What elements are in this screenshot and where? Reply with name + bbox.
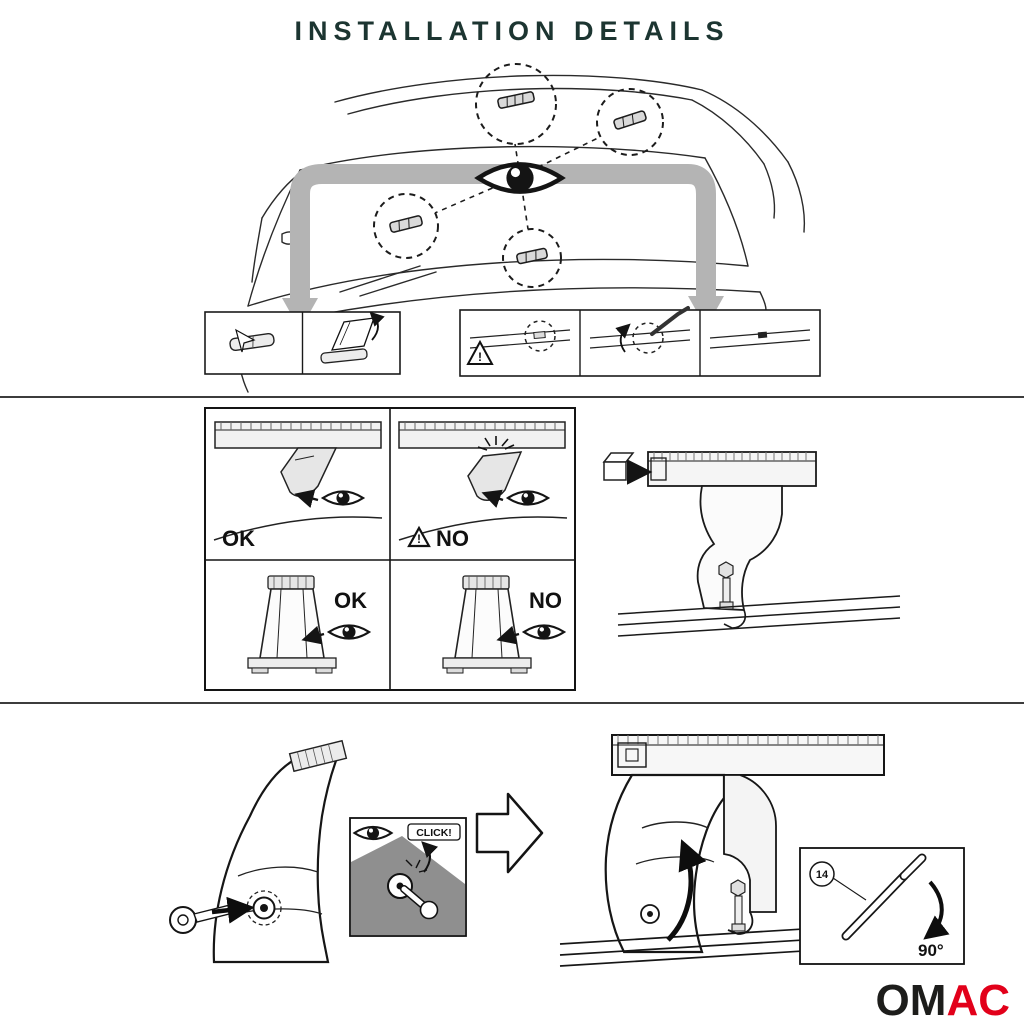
middle-check-scene: OK — [204, 407, 901, 691]
cell-foot-ok: OK — [247, 575, 371, 674]
cell-bar-ok: OK — [213, 421, 383, 551]
warning-triangle-icon — [466, 339, 494, 365]
fixpoint-circle-3 — [373, 193, 439, 259]
lock-cylinder — [246, 890, 282, 926]
roof-rail — [617, 595, 901, 637]
warning-mark: ! — [478, 350, 482, 364]
warning-triangle-icon — [407, 525, 431, 548]
section-divider-1 — [0, 396, 1024, 398]
no-label-top: NO — [436, 526, 469, 551]
torque-arrow-icon — [923, 880, 950, 940]
step-done-box — [709, 329, 811, 349]
brand-logo: OMAC — [876, 976, 1010, 1024]
logo-part-dark: OM — [875, 976, 947, 1024]
fixpoint-circle-1 — [475, 63, 557, 145]
cursor-arrow-icon — [235, 328, 256, 353]
click-inset: CLICK! — [349, 817, 467, 937]
clamp-bolt — [718, 561, 734, 579]
gray-routing-arrows — [282, 164, 724, 330]
cover-open-box — [320, 311, 385, 364]
rotate-arrow-icon — [615, 323, 631, 353]
foot-bracket — [696, 485, 783, 611]
fixpoint-circle-4 — [502, 228, 562, 288]
turn-arrow-icon — [421, 841, 439, 873]
clamp-bolt — [730, 879, 746, 897]
tighten-arrow-icon — [666, 839, 707, 942]
assembled-bar-foot — [559, 734, 951, 967]
fixpoint-circles — [373, 63, 664, 288]
click-label: CLICK! — [416, 827, 452, 839]
allen-key-icon — [841, 853, 927, 941]
cell-foot-no: NO — [442, 575, 566, 674]
next-step-arrow-icon — [475, 792, 544, 874]
torque-inset: 14 90° — [799, 847, 965, 965]
lift-arrow-icon — [369, 311, 385, 341]
logo-part-red: AC — [946, 976, 1010, 1024]
ok-label-top: OK — [222, 526, 255, 551]
bottom-assembly-scene: CLICK! — [169, 734, 965, 967]
click-starburst-icon — [405, 859, 428, 873]
ok-no-panel: OK — [204, 407, 576, 691]
end-cap-icon — [602, 452, 635, 481]
step-pry-box — [589, 306, 691, 354]
no-label-bottom: NO — [529, 588, 562, 613]
fixpoint-detail-strip: ! — [459, 306, 821, 377]
cell-bar-no: ! NO — [398, 421, 568, 551]
section-divider-2 — [0, 702, 1024, 704]
fixpoint-circle-2 — [596, 88, 664, 156]
warning-mark: ! — [417, 532, 421, 546]
top-installation-scene: ! — [204, 63, 821, 393]
ok-label-bottom: OK — [334, 588, 367, 613]
step-locate-box: ! — [466, 320, 571, 365]
insert-key-arrow-icon — [211, 896, 255, 924]
gap-starburst-icon — [477, 436, 515, 451]
foot-tower-lock — [169, 739, 348, 964]
page-title: INSTALLATION DETAILS — [294, 16, 730, 46]
key-size-label: 14 — [816, 869, 829, 881]
bar-end-detail — [602, 451, 901, 637]
cover-closed-box — [229, 328, 275, 353]
angle-label: 90° — [918, 941, 944, 960]
cover-detail-strip — [204, 311, 401, 375]
hex-key-icon — [650, 306, 690, 336]
